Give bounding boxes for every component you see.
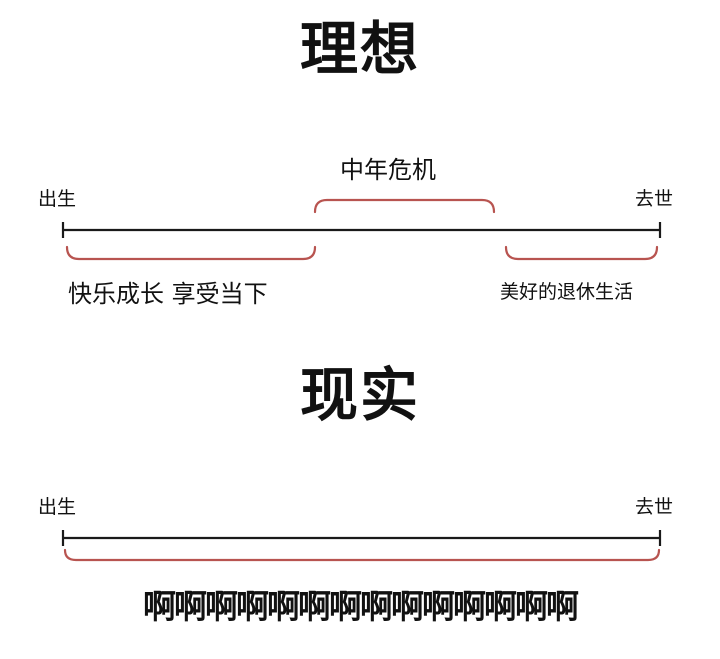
- ideal-birth-label: 出生: [38, 188, 77, 210]
- midlife-bracket: [313, 198, 496, 214]
- midlife-crisis-label: 中年危机: [340, 156, 436, 184]
- youth-bracket: [65, 245, 317, 261]
- ideal-timeline: [61, 222, 662, 238]
- youth-label: 快乐成长 享受当下: [68, 280, 268, 308]
- ideal-death-label: 去世: [635, 188, 674, 210]
- ideal-title: 理想: [299, 15, 420, 83]
- retirement-label: 美好的退休生活: [500, 281, 634, 303]
- reality-death-label: 去世: [635, 496, 674, 518]
- reality-bracket: [63, 548, 661, 562]
- reality-title: 现实: [299, 361, 420, 429]
- reality-birth-label: 出生: [38, 496, 77, 518]
- scream-text: 啊啊啊啊啊啊啊啊啊啊啊啊啊啊: [143, 587, 579, 626]
- retirement-bracket: [504, 245, 659, 261]
- reality-timeline: [61, 530, 662, 546]
